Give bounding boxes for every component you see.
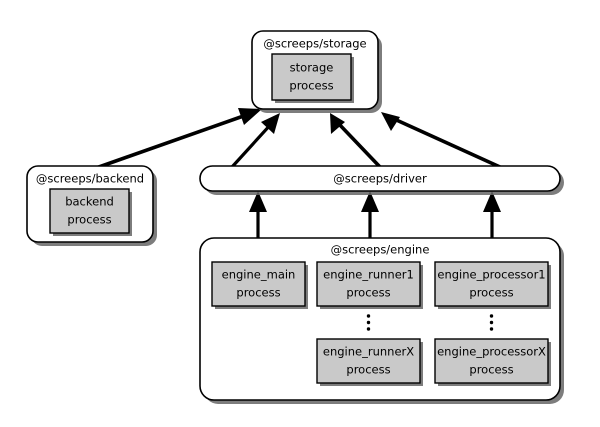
process-storage-box[interactable] <box>271 53 352 101</box>
process-backend-box[interactable] <box>49 188 130 234</box>
connection-engine-runner-to-driver <box>361 191 379 238</box>
package-engine[interactable]: @screeps/engine engine_main process engi… <box>199 237 564 404</box>
package-driver-box[interactable] <box>199 165 561 192</box>
connection-driver-left-to-storage <box>230 113 280 169</box>
package-storage-label: @screeps/storage <box>263 37 366 51</box>
process-storage-line2: process <box>289 79 333 93</box>
process-engine-runnerx[interactable]: engine_runnerX process <box>316 338 423 386</box>
process-engine-runnerx-line1: engine_runnerX <box>323 345 414 359</box>
package-driver[interactable]: @screeps/driver <box>199 165 564 195</box>
process-engine-main-line2: process <box>236 286 280 300</box>
process-engine-processorx-line1: engine_processorX <box>437 345 546 359</box>
process-backend-line2: process <box>67 213 111 227</box>
process-engine-runner1[interactable]: engine_runner1 process <box>316 261 423 309</box>
processor-ellipsis-icon <box>489 314 494 331</box>
process-engine-main-line1: engine_main <box>222 268 296 282</box>
process-backend-line1: backend <box>65 195 114 209</box>
process-engine-runnerx-box[interactable] <box>316 338 421 384</box>
package-backend[interactable]: @screeps/backend backend process <box>26 165 157 246</box>
package-driver-label: @screeps/driver <box>333 172 427 186</box>
connection-driver-right-to-storage <box>381 112 501 169</box>
package-storage[interactable]: @screeps/storage storage process <box>251 30 382 113</box>
connection-engine-main-to-driver <box>249 191 267 238</box>
connection-backend-to-storage <box>95 108 262 170</box>
process-engine-processor1-box[interactable] <box>434 261 549 307</box>
process-engine-runner1-line1: engine_runner1 <box>323 268 414 282</box>
process-engine-main-box[interactable] <box>211 261 306 307</box>
process-engine-runnerx-line2: process <box>346 363 390 377</box>
process-engine-runner1-line2: process <box>346 286 390 300</box>
connection-driver-mid-to-storage <box>330 113 382 169</box>
connection-engine-processor-to-driver <box>483 191 501 238</box>
package-backend-label: @screeps/backend <box>36 172 144 186</box>
process-engine-processorx[interactable]: engine_processorX process <box>434 338 551 386</box>
process-engine-main[interactable]: engine_main process <box>211 261 308 309</box>
process-storage[interactable]: storage process <box>271 53 354 103</box>
runner-ellipsis-icon <box>366 314 371 331</box>
process-storage-line1: storage <box>290 61 334 75</box>
package-engine-label: @screeps/engine <box>331 243 430 257</box>
process-engine-processorx-line2: process <box>469 363 513 377</box>
process-engine-runner1-box[interactable] <box>316 261 421 307</box>
process-engine-processor1[interactable]: engine_processor1 process <box>434 261 551 309</box>
process-engine-processorx-box[interactable] <box>434 338 549 384</box>
process-engine-processor1-line1: engine_processor1 <box>437 268 545 282</box>
process-engine-processor1-line2: process <box>469 286 513 300</box>
process-backend[interactable]: backend process <box>49 188 132 236</box>
